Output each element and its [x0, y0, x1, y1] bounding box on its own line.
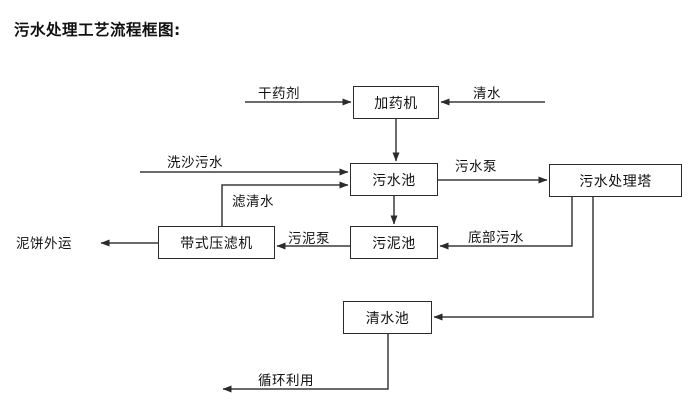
node-clean-water-pool[interactable]: 清水池 — [343, 301, 432, 334]
node-dosing-machine[interactable]: 加药机 — [353, 86, 439, 119]
connector-tower-to-clean-pool — [433, 197, 594, 321]
node-label: 加药机 — [374, 95, 418, 112]
connector-tower-to-sludge — [439, 197, 573, 250]
edge-label-filtrate-clear-water: 滤清水 — [232, 194, 274, 210]
node-belt-filter-press[interactable]: 带式压滤机 — [158, 226, 275, 259]
node-label: 带式压滤机 — [180, 235, 253, 252]
edge-label-clean-water-in: 清水 — [473, 86, 501, 102]
edge-label-sewage-pump: 污水泵 — [455, 159, 497, 175]
connector-filtrate-to-pool — [221, 181, 349, 226]
node-sewage-treatment-tower[interactable]: 污水处理塔 — [549, 164, 682, 197]
page-title: 污水处理工艺流程框图: — [14, 21, 181, 39]
terminal-label-mud-cake-transport: 泥饼外运 — [16, 236, 72, 252]
node-label: 清水池 — [365, 310, 410, 327]
edge-label-bottom-sewage: 底部污水 — [468, 230, 524, 246]
node-label: 污水处理塔 — [579, 173, 652, 190]
terminal-label-recycle-use: 循环利用 — [258, 373, 314, 389]
node-sludge-pool[interactable]: 污泥池 — [350, 226, 438, 259]
edge-label-sand-washing-sewage: 洗沙污水 — [167, 155, 223, 171]
node-label: 污泥池 — [372, 235, 416, 252]
edge-label-sludge-pump: 污泥泵 — [288, 231, 330, 247]
node-label: 污水池 — [372, 172, 416, 189]
edge-label-dry-agent: 干药剂 — [258, 86, 300, 102]
node-sewage-pool[interactable]: 污水池 — [350, 163, 438, 196]
connector-clean-pool-to-recycle — [222, 334, 389, 393]
